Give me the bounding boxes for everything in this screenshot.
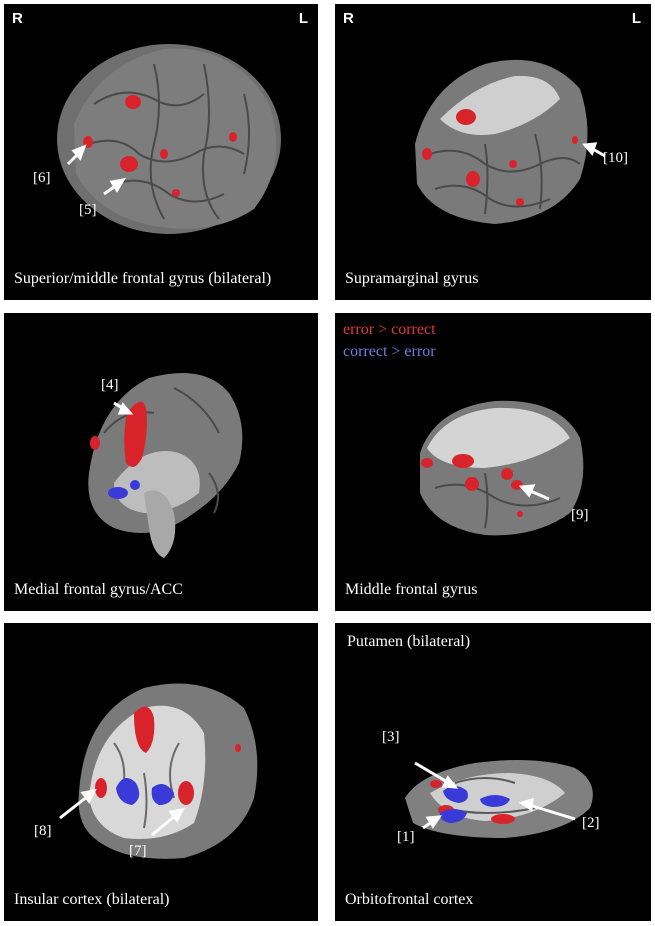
ref-label-5: [5] [79, 202, 97, 218]
legend-correct-greater-error: correct > error [343, 343, 436, 360]
orientation-right-label: R [343, 10, 354, 27]
panel-caption: Supramarginal gyrus [345, 270, 479, 287]
legend-error-greater-correct: error > correct [343, 321, 436, 338]
ref-label-2: [2] [582, 815, 600, 831]
brain-render-axial-inferior [405, 759, 593, 838]
panel-putamen-orbitofrontal: Putamen (bilateral) [3] [2] [1] Orbitofr… [335, 623, 651, 921]
brain-render-lateral [57, 44, 281, 234]
panel-medial-frontal-acc: [4] Medial frontal gyrus/ACC [4, 313, 318, 611]
brain-render-coronal [59, 683, 258, 859]
panel-caption: Medial frontal gyrus/ACC [14, 581, 183, 598]
ref-label-6: [6] [33, 170, 51, 186]
panel-middle-frontal: error > correct correct > error [9] Midd… [335, 313, 651, 611]
panel-superior-middle-frontal: R L [6] [5] Superior/middle frontal gyru… [4, 4, 318, 300]
ref-label-4: [4] [101, 377, 119, 393]
panel-supramarginal: R L [10] Supramarginal gyrus [335, 4, 651, 300]
brain-render-superior [415, 59, 606, 225]
brain-render-sagittal [88, 373, 243, 558]
panel-caption: Middle frontal gyrus [345, 581, 478, 598]
ref-label-9: [9] [571, 507, 589, 523]
ref-label-3: [3] [382, 729, 400, 745]
orientation-left-label: L [298, 10, 308, 27]
ref-label-10: [10] [603, 150, 628, 166]
ref-label-8: [8] [34, 823, 52, 839]
panel-caption: Orbitofrontal cortex [345, 891, 474, 908]
panel-caption-top: Putamen (bilateral) [347, 633, 471, 650]
brain-render-axial [420, 400, 584, 536]
ref-label-7: [7] [129, 843, 147, 859]
orientation-right-label: R [12, 10, 23, 27]
panel-caption: Superior/middle frontal gyrus (bilateral… [14, 270, 272, 287]
panel-insular-cortex: [8] [7] Insular cortex (bilateral) [4, 623, 318, 921]
orientation-left-label: L [631, 10, 641, 27]
ref-label-1: [1] [397, 829, 415, 845]
panel-caption: Insular cortex (bilateral) [14, 891, 170, 908]
